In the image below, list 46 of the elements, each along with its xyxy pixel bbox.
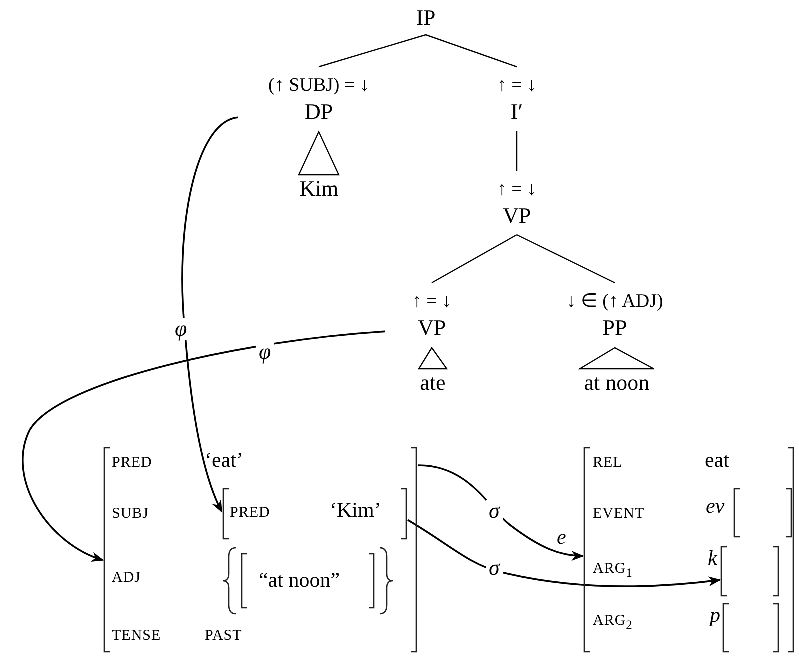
edge-label: φ: [256, 341, 274, 363]
mapping-arrow: [182, 116, 238, 514]
attribute-value: eat: [705, 450, 730, 471]
attribute-value: “at noon”: [259, 570, 340, 591]
functional-annotation: ↑ = ↓: [412, 292, 452, 310]
functional-annotation: ↑ = ↓: [497, 76, 537, 94]
terminal-triangle: [418, 346, 448, 370]
category-label: VP: [502, 204, 532, 226]
terminal-words: Kim: [299, 178, 339, 200]
mapping-arrow: [408, 519, 722, 588]
terminal-triangle: [298, 130, 340, 176]
attribute-name: SUBJ: [112, 507, 150, 522]
terminal-triangle: [578, 347, 655, 370]
attribute-name: ARG$_{2}$: [593, 614, 633, 632]
category-label: PP: [602, 316, 628, 338]
attribute-name: ARG$_{1}$: [593, 562, 633, 580]
attribute-value: ‘Kim’: [330, 500, 382, 521]
tree-branch: [516, 234, 616, 284]
mapping-arrow: [418, 464, 584, 561]
tree-branch: [516, 131, 518, 171]
attribute-value: ‘eat’: [205, 450, 244, 471]
tree-branch: [426, 34, 518, 68]
attribute-name: PRED: [230, 506, 270, 521]
index-variable: ev: [706, 496, 725, 517]
functional-annotation: ↑ = ↓: [497, 180, 537, 198]
attribute-name: REL: [593, 456, 623, 471]
terminal-words: at noon: [584, 372, 650, 394]
attribute-value: PAST: [205, 629, 242, 644]
mapping-arrow: [22, 330, 386, 562]
category-label: IP: [416, 7, 436, 29]
attribute-name: ADJ: [112, 571, 142, 586]
tree-branch: [432, 234, 518, 284]
functional-annotation: (↑ SUBJ) = ↓: [268, 76, 370, 94]
edge-label: σ: [486, 500, 503, 522]
variable-label: e: [557, 527, 566, 548]
functional-annotation: ↓ ∈ (↑ ADJ): [566, 292, 664, 310]
attribute-name: EVENT: [593, 507, 645, 522]
index-variable: k: [708, 548, 718, 569]
terminal-words: ate: [420, 372, 446, 394]
category-label: I′: [510, 100, 524, 122]
index-variable: p: [710, 605, 720, 626]
tree-branch: [318, 34, 426, 68]
category-label: VP: [418, 316, 446, 338]
attribute-name: PRED: [112, 456, 152, 471]
category-label: DP: [304, 100, 334, 122]
attribute-name: TENSE: [112, 629, 162, 644]
